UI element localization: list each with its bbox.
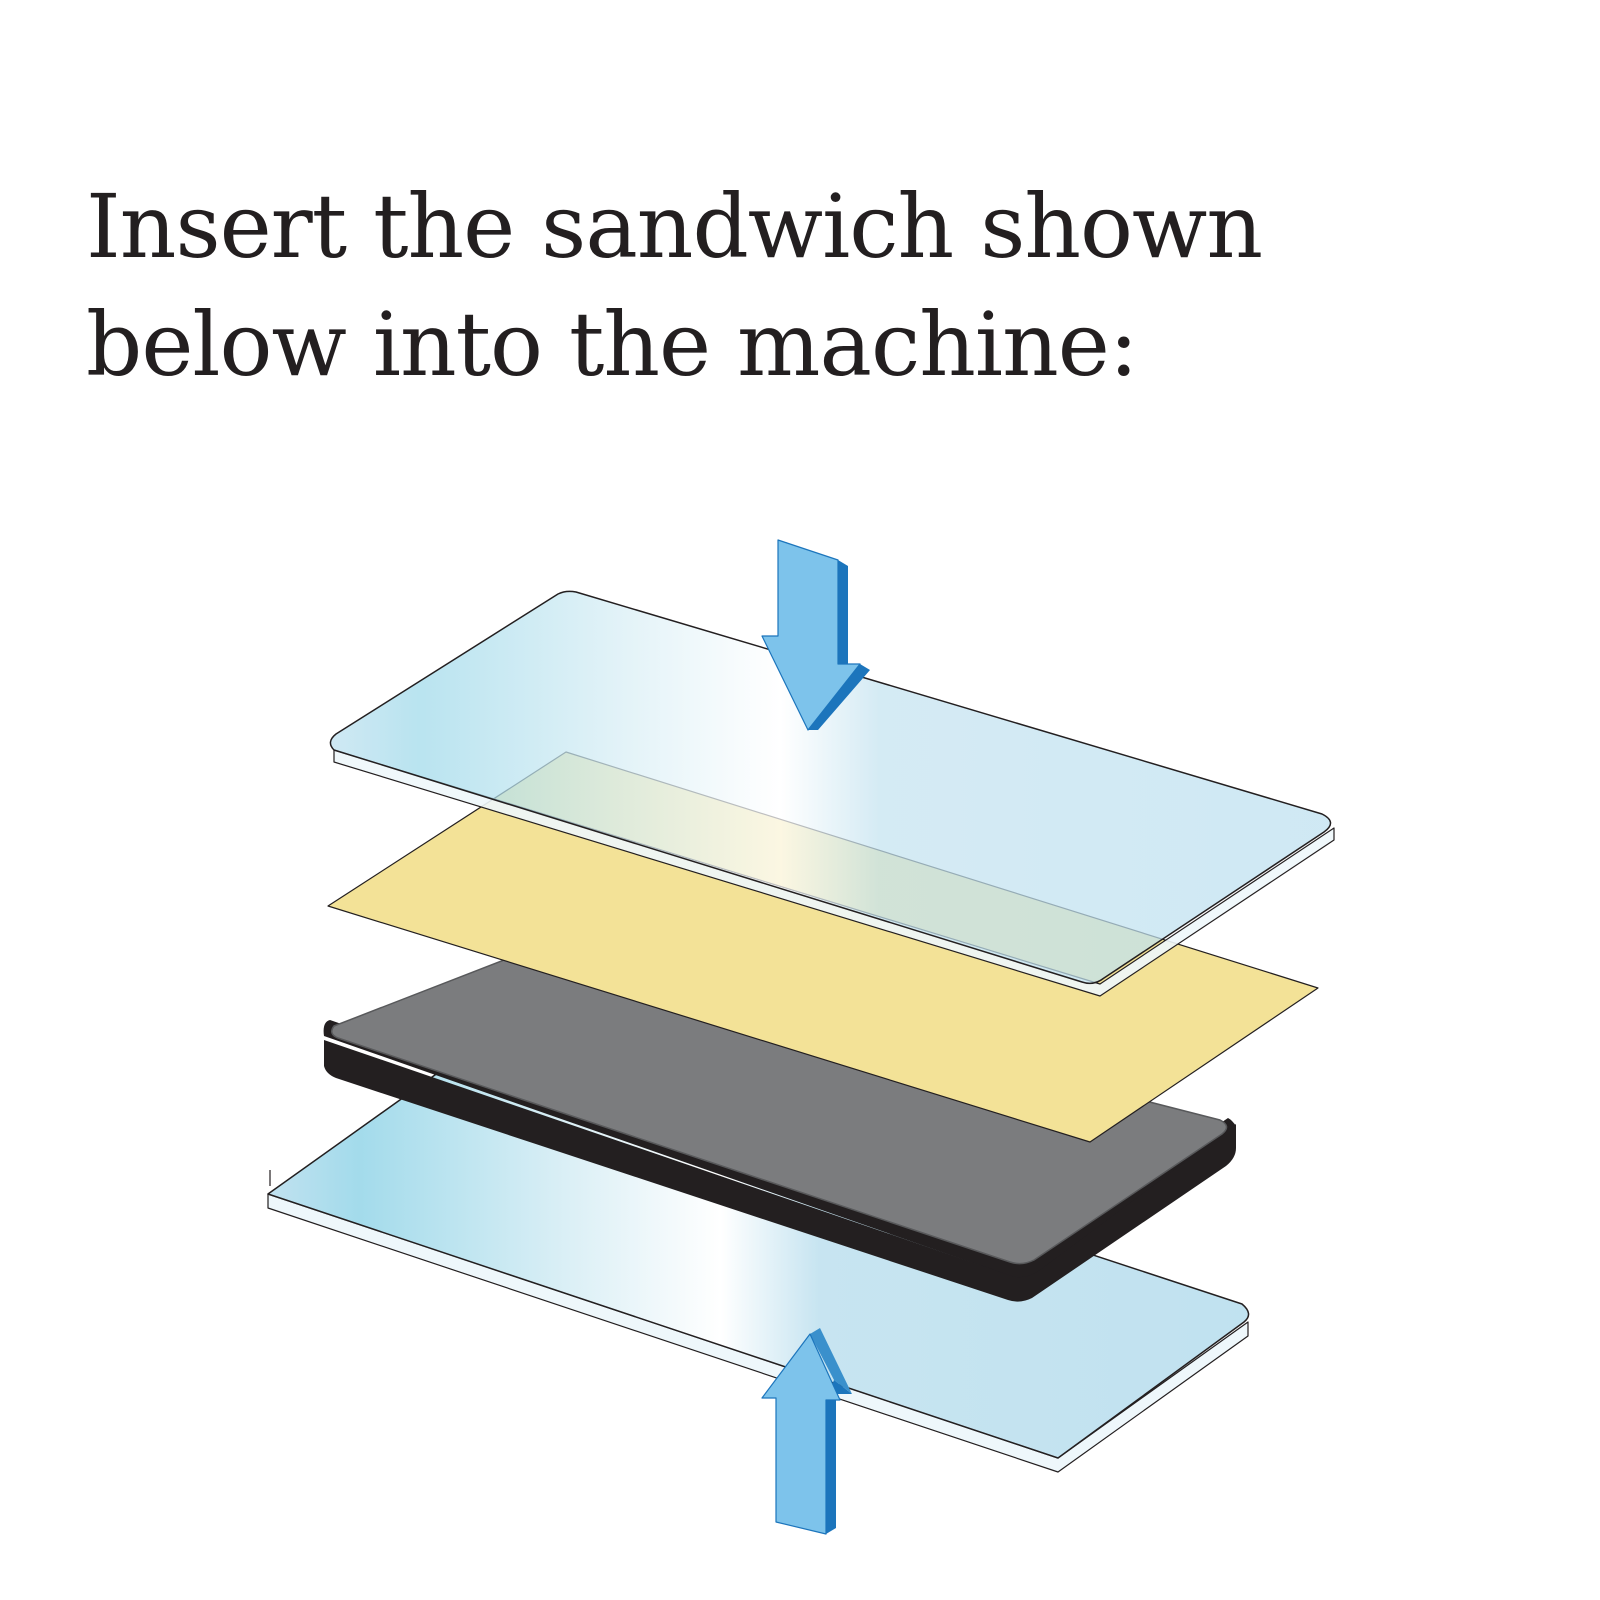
instruction-line-1: Insert the sandwich shown <box>86 175 1263 278</box>
top-glass-plate <box>329 590 1335 997</box>
press-down-arrow <box>761 539 870 731</box>
bottom-glass-plate <box>267 1049 1250 1473</box>
instruction-line-2: below into the machine: <box>86 293 1138 396</box>
instruction-heading: Insert the sandwich shown below into the… <box>86 168 1386 404</box>
black-pad <box>323 945 1237 1302</box>
press-up-arrow <box>761 1328 852 1535</box>
